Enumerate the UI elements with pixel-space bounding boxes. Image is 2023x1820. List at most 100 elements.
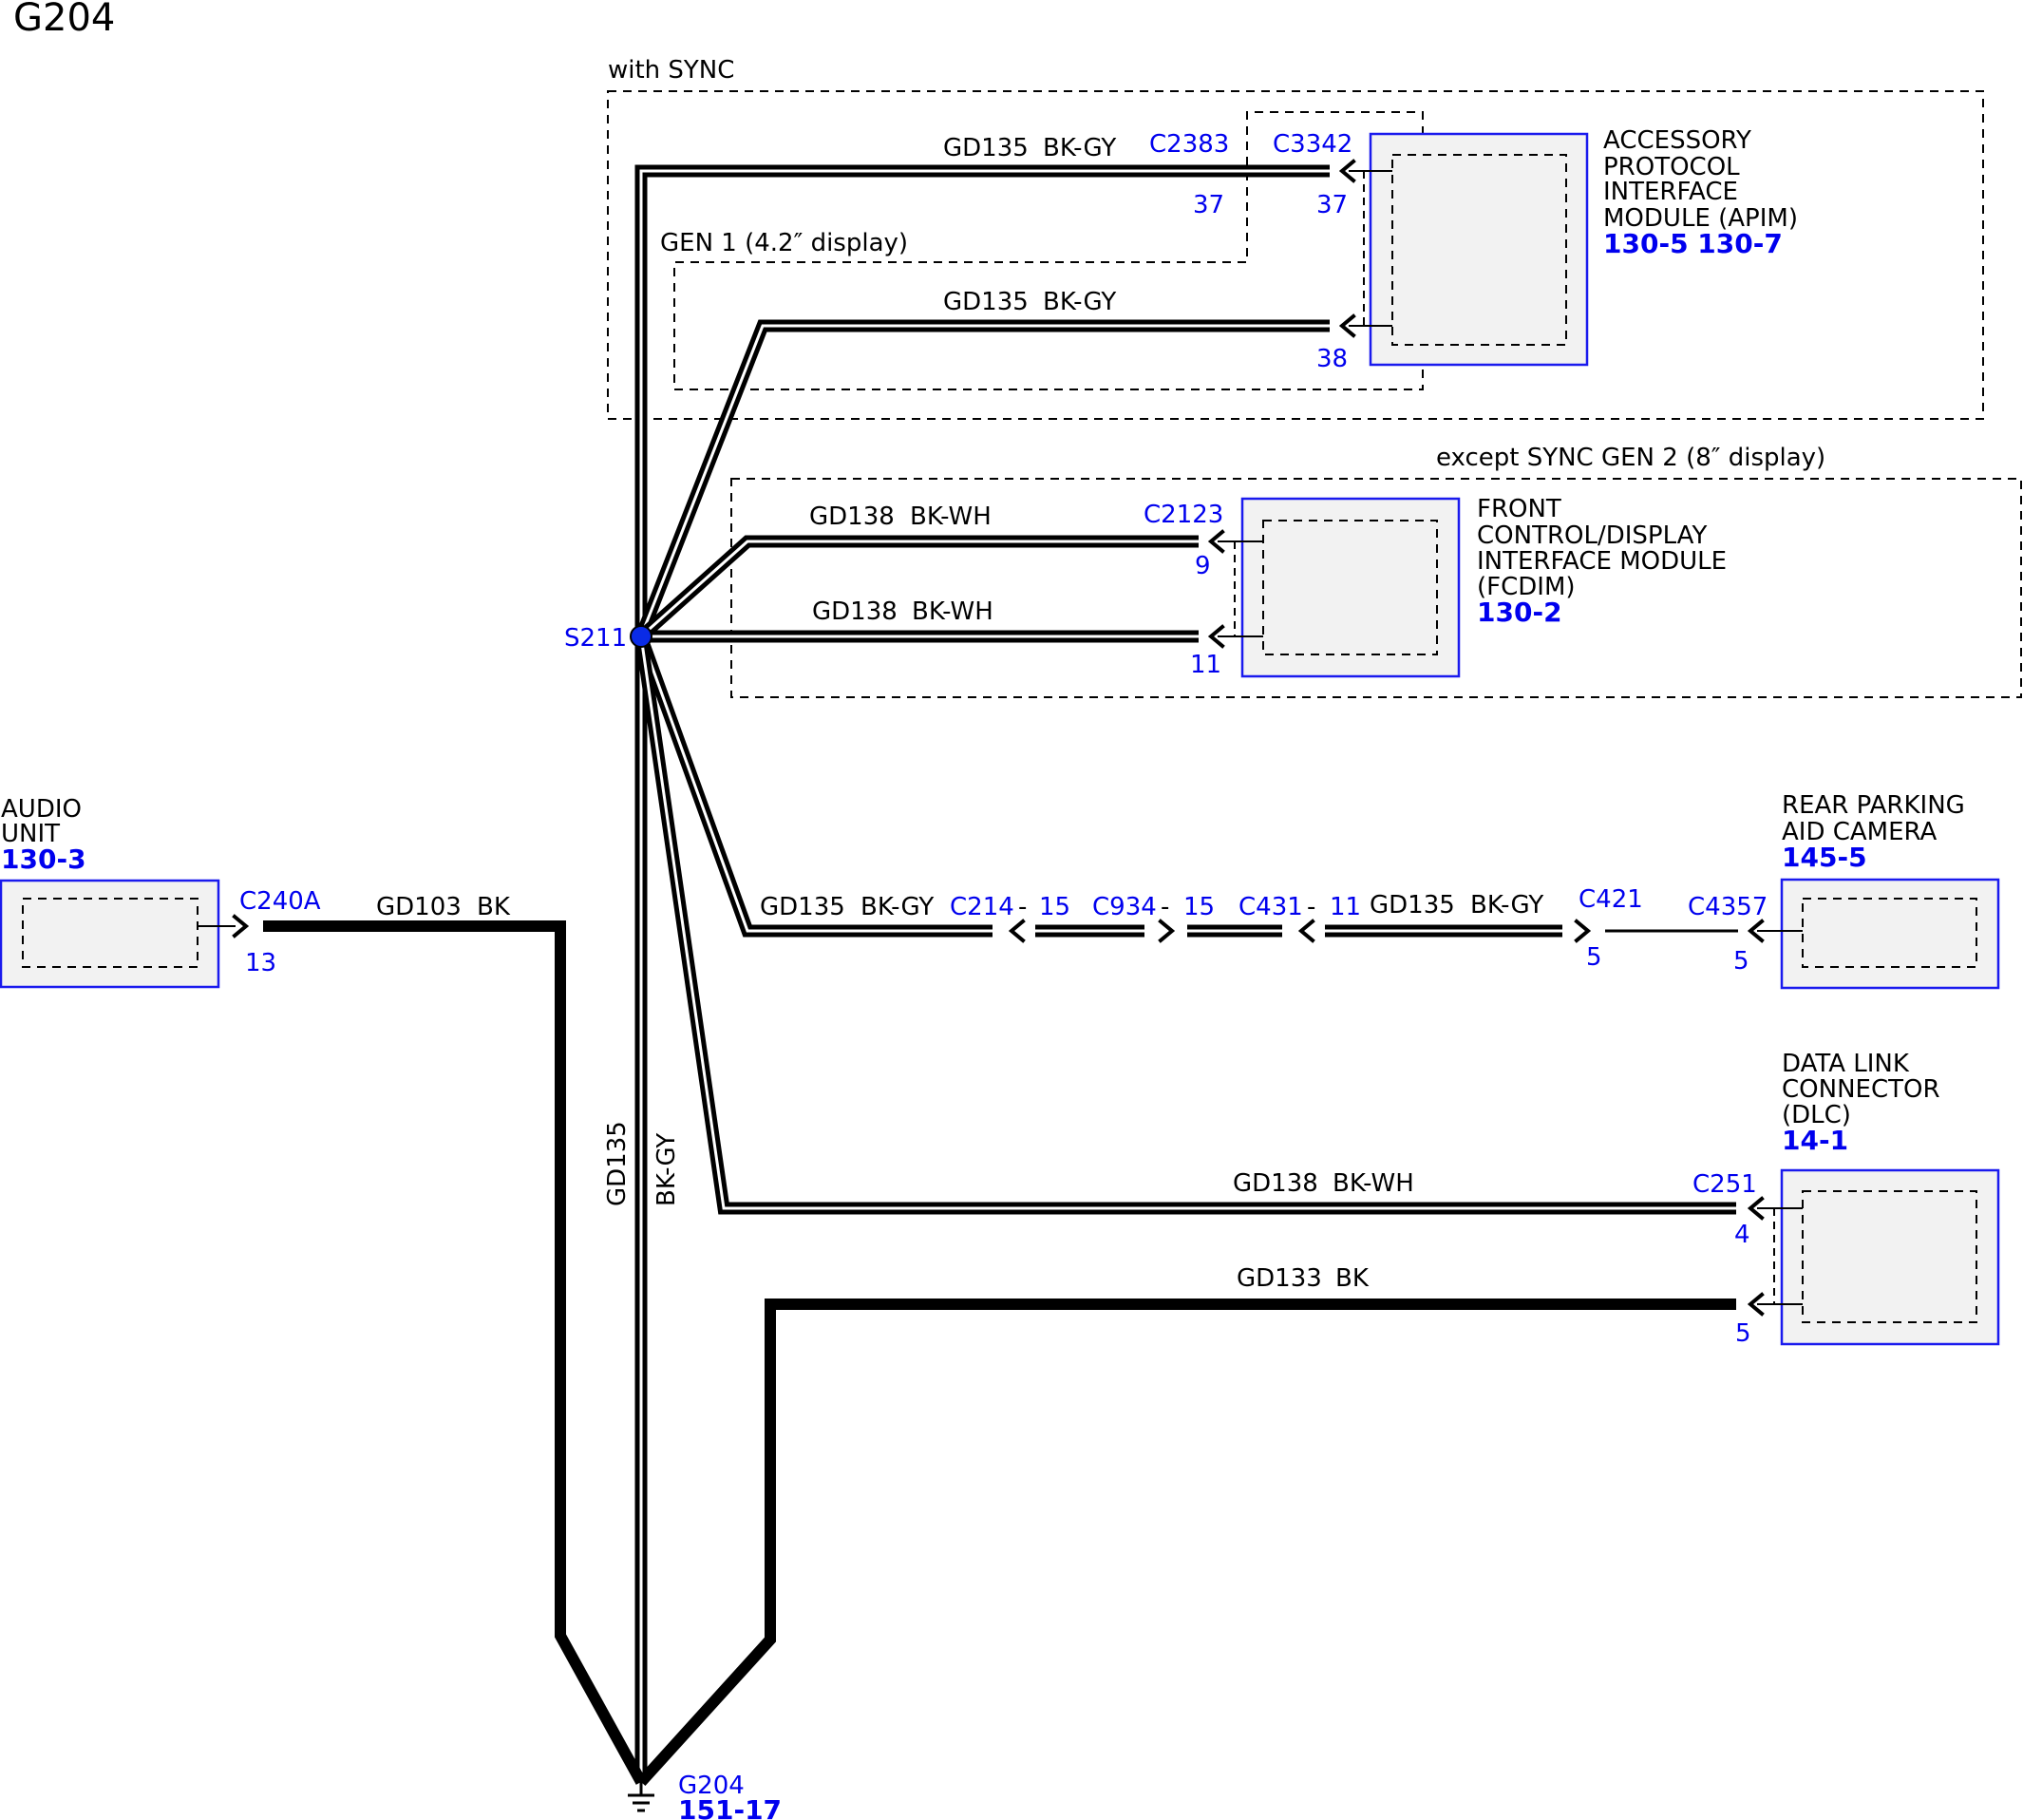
chevron-right-icon <box>1574 919 1592 943</box>
wire-apim-bottom <box>634 319 1330 639</box>
wire-apim-top <box>634 164 1330 1782</box>
module-rear-camera <box>1780 878 2000 990</box>
dlc-name-2: CONNECTOR <box>1782 1075 1940 1104</box>
connector-c2123: C2123 <box>1144 501 1223 529</box>
region-with-sync <box>607 90 1984 420</box>
chevron-left-icon <box>1338 159 1356 183</box>
audio-ref: 130-3 <box>1 844 86 875</box>
connector-c240a: C240A <box>239 887 321 916</box>
wire-camera-right-circuit: GD135 <box>1370 891 1455 919</box>
pin-c431-11: 11 <box>1330 893 1361 921</box>
chevron-left-icon <box>1747 919 1765 943</box>
region-except-sync-gen2-label: except SYNC GEN 2 (8″ display) <box>1436 444 1825 472</box>
wire-dlc-bottom-color: BK <box>1335 1264 1370 1293</box>
splice-s211-label: S211 <box>564 624 627 653</box>
splice-s211 <box>630 625 652 648</box>
pin-c251-4: 4 <box>1734 1221 1750 1249</box>
wire-camera-right-color: BK-GY <box>1470 891 1543 919</box>
ground-label: G204 <box>678 1772 745 1800</box>
wire-dlc-top-color: BK-WH <box>1333 1169 1414 1198</box>
diagram-title: G204 <box>13 0 115 40</box>
pin-c4357-5: 5 <box>1733 947 1749 976</box>
wire-dlc-bottom-circuit: GD133 <box>1237 1264 1322 1293</box>
wire-dlc-top-circuit: GD138 <box>1233 1169 1318 1198</box>
connector-c421: C421 <box>1579 885 1643 914</box>
wire-audio-circuit: GD103 <box>376 893 462 921</box>
wire-audio-color: BK <box>477 893 511 921</box>
chevron-left-icon <box>1008 919 1026 943</box>
chevron-left-icon <box>1297 919 1315 943</box>
chevron-left-icon <box>1207 529 1225 554</box>
connector-dash: - <box>1307 893 1315 921</box>
pin-c214-15: 15 <box>1039 893 1070 921</box>
wire-audio <box>263 920 647 1785</box>
connector-dash: - <box>1018 893 1027 921</box>
dlc-name-1: DATA LINK <box>1782 1050 1910 1078</box>
chevron-left-icon <box>1207 624 1225 649</box>
apim-name-2: PROTOCOL <box>1603 153 1740 181</box>
module-fcdim <box>1240 497 1461 678</box>
pin-c251-5: 5 <box>1735 1319 1751 1348</box>
connector-c3342: C3342 <box>1273 130 1352 159</box>
wire-fcdim-top-color: BK-WH <box>910 502 992 531</box>
connector-c431: C431 <box>1238 893 1303 921</box>
audio-name-1: AUDIO <box>1 795 82 824</box>
wire-fcdim-bottom-circuit: GD138 <box>812 597 898 626</box>
pin-c421-5: 5 <box>1586 943 1602 972</box>
apim-pin-stubs <box>1349 170 1392 327</box>
wire-camera-left <box>634 634 993 938</box>
connector-c4357: C4357 <box>1688 893 1768 921</box>
chevron-right-icon <box>232 914 250 938</box>
connector-dash: - <box>1161 893 1169 921</box>
wire-dlc-bottom <box>636 1299 1736 1787</box>
dlc-ref: 14-1 <box>1782 1125 1848 1156</box>
fcdim-name-2: CONTROL/DISPLAY <box>1477 521 1707 550</box>
connector-c2383: C2383 <box>1149 130 1229 159</box>
chevron-left-icon <box>1338 313 1356 338</box>
connector-c934: C934 <box>1092 893 1157 921</box>
ground-ref: 151-17 <box>678 1794 782 1820</box>
fcdim-ref: 130-2 <box>1477 597 1562 628</box>
wire-fcdim-bottom-color: BK-WH <box>912 597 993 626</box>
module-audio-unit <box>0 879 220 989</box>
wire-apim-bottom-circuit: GD135 <box>943 288 1029 316</box>
dlc-name-3: (DLC) <box>1782 1101 1851 1129</box>
connector-c214: C214 <box>950 893 1014 921</box>
apim-name-3: INTERFACE <box>1603 178 1738 206</box>
camera-name-1: REAR PARKING <box>1782 791 1965 820</box>
fcdim-pin-stubs <box>1218 540 1263 637</box>
wire-apim-top-color: BK-GY <box>1043 134 1116 162</box>
wire-dlc-top <box>634 635 1736 1215</box>
apim-name-4: MODULE (APIM) <box>1603 204 1798 233</box>
fcdim-name-4: (FCDIM) <box>1477 573 1576 601</box>
pin-c2383-37: 37 <box>1193 191 1224 219</box>
pin-c3342-37: 37 <box>1316 191 1348 219</box>
pin-c2123-11: 11 <box>1190 651 1221 679</box>
pin-c3342-38: 38 <box>1316 345 1348 373</box>
connector-c251: C251 <box>1692 1170 1757 1199</box>
dlc-pin-stubs <box>1757 1207 1803 1305</box>
pin-c934-15: 15 <box>1183 893 1215 921</box>
module-dlc <box>1780 1168 2000 1346</box>
wire-fcdim-top <box>636 535 1199 641</box>
chevron-left-icon <box>1747 1196 1765 1221</box>
apim-ref: 130-5 130-7 <box>1603 228 1783 259</box>
fcdim-name-3: INTERFACE MODULE <box>1477 547 1727 576</box>
region-with-sync-label: with SYNC <box>608 56 734 85</box>
camera-ref: 145-5 <box>1782 842 1867 873</box>
module-apim <box>1369 132 1589 367</box>
wire-camera-left-color: BK-GY <box>860 893 934 921</box>
region-gen1-label: GEN 1 (4.2″ display) <box>660 229 908 257</box>
wire-apim-top-circuit: GD135 <box>943 134 1029 162</box>
apim-name-1: ACCESSORY <box>1603 126 1751 155</box>
chevron-right-icon <box>1158 919 1176 943</box>
chevron-left-icon <box>1747 1292 1765 1317</box>
camera-name-2: AID CAMERA <box>1782 818 1938 846</box>
wire-vertical-color: BK-GY <box>652 1133 681 1206</box>
wire-camera-left-circuit: GD135 <box>760 893 845 921</box>
fcdim-name-1: FRONT <box>1477 495 1561 523</box>
region-except-sync-gen2 <box>730 478 2022 698</box>
audio-name-2: UNIT <box>1 820 60 848</box>
wire-vertical-circuit: GD135 <box>603 1121 632 1206</box>
